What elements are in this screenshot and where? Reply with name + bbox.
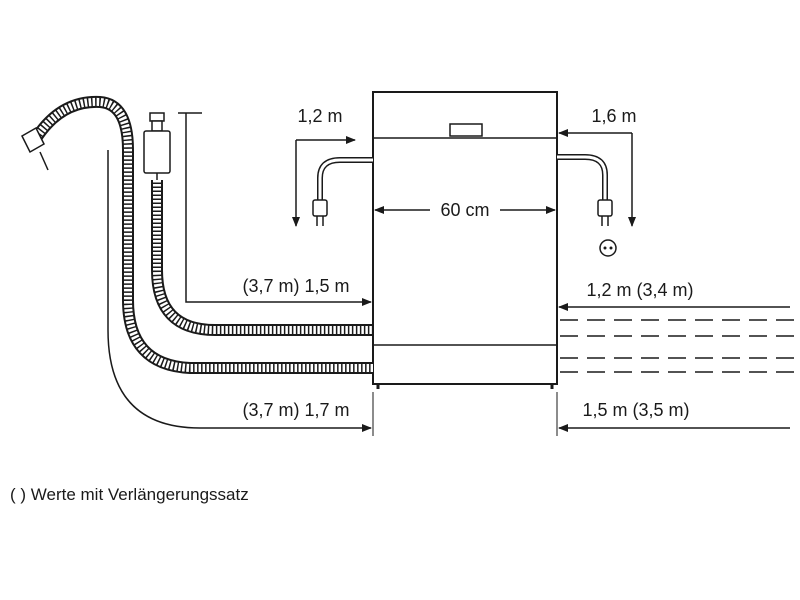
plug-left-icon [312,199,328,226]
power-right-label: 1,6 m [591,106,636,126]
extension-kit-note: ( ) Werte mit Verlängerungssatz [10,485,249,504]
inlet-left-label: (3,7 m) 1,5 m [242,276,349,296]
socket-icon [599,239,617,257]
plug-right-icon [597,199,613,226]
inlet-right-label: 1,2 m (3,4 m) [586,280,693,300]
right-hose-continuation [560,319,800,373]
extension-lines [372,392,558,436]
inlet-hose [151,180,373,336]
drain-left-dimension [107,150,372,432]
drain-right-label: 1,5 m (3,5 m) [582,400,689,420]
drain-hose [29,95,373,374]
inlet-left-dimension [178,112,372,306]
power-left-label: 1,2 m [297,106,342,126]
power-cord-left [292,136,373,227]
power-cord-right [557,129,636,227]
width-label: 60 cm [440,200,489,220]
drain-hose-end-icon [21,126,49,171]
water-tap-icon [143,112,171,180]
dishwasher-body [372,91,558,389]
drain-left-label: (3,7 m) 1,7 m [242,400,349,420]
